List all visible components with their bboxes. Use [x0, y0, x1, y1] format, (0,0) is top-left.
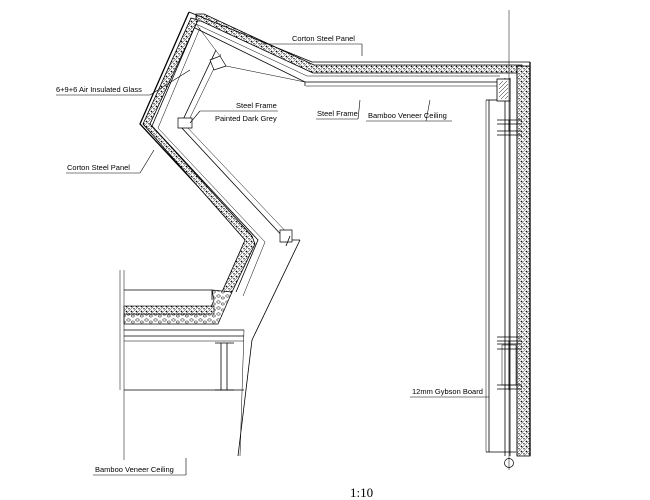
- label-bamboo-veneer-ceiling-top: Bamboo Veneer Ceiling: [368, 111, 447, 120]
- label-steel-frame-painted-2: Painted Dark Grey: [215, 114, 277, 123]
- label-bamboo-veneer-ceiling-bottom: Bamboo Veneer Ceiling: [95, 465, 174, 474]
- label-corten-steel-panel-top: Corton Steel Panel: [292, 34, 355, 43]
- drawing-scale: 1:10: [350, 485, 373, 500]
- facade-insulation-band: [142, 17, 256, 293]
- label-steel-frame: Steel Frame: [317, 109, 358, 118]
- frame-node-mid: [177, 117, 193, 129]
- frame-node-lower: [279, 229, 293, 243]
- label-insulated-glass: 6+9+6 Air Insulated Glass: [56, 85, 142, 94]
- roof-assembly: [188, 11, 530, 96]
- folded-facade-assembly: [139, 11, 306, 341]
- label-corten-steel-panel-left: Corton Steel Panel: [67, 163, 130, 172]
- right-wall-assembly: [485, 10, 531, 470]
- annotations: Corton Steel Panel 6+9+6 Air Insulated G…: [56, 34, 489, 476]
- roof-insulation-band: [195, 13, 523, 74]
- wall-insulation-band: [516, 65, 531, 457]
- slab-hatch: [123, 305, 215, 315]
- label-gypsum-board: 12mm Gybson Board: [412, 387, 483, 396]
- label-steel-frame-painted-1: Steel Frame: [236, 101, 277, 110]
- lower-assembly: [119, 270, 253, 460]
